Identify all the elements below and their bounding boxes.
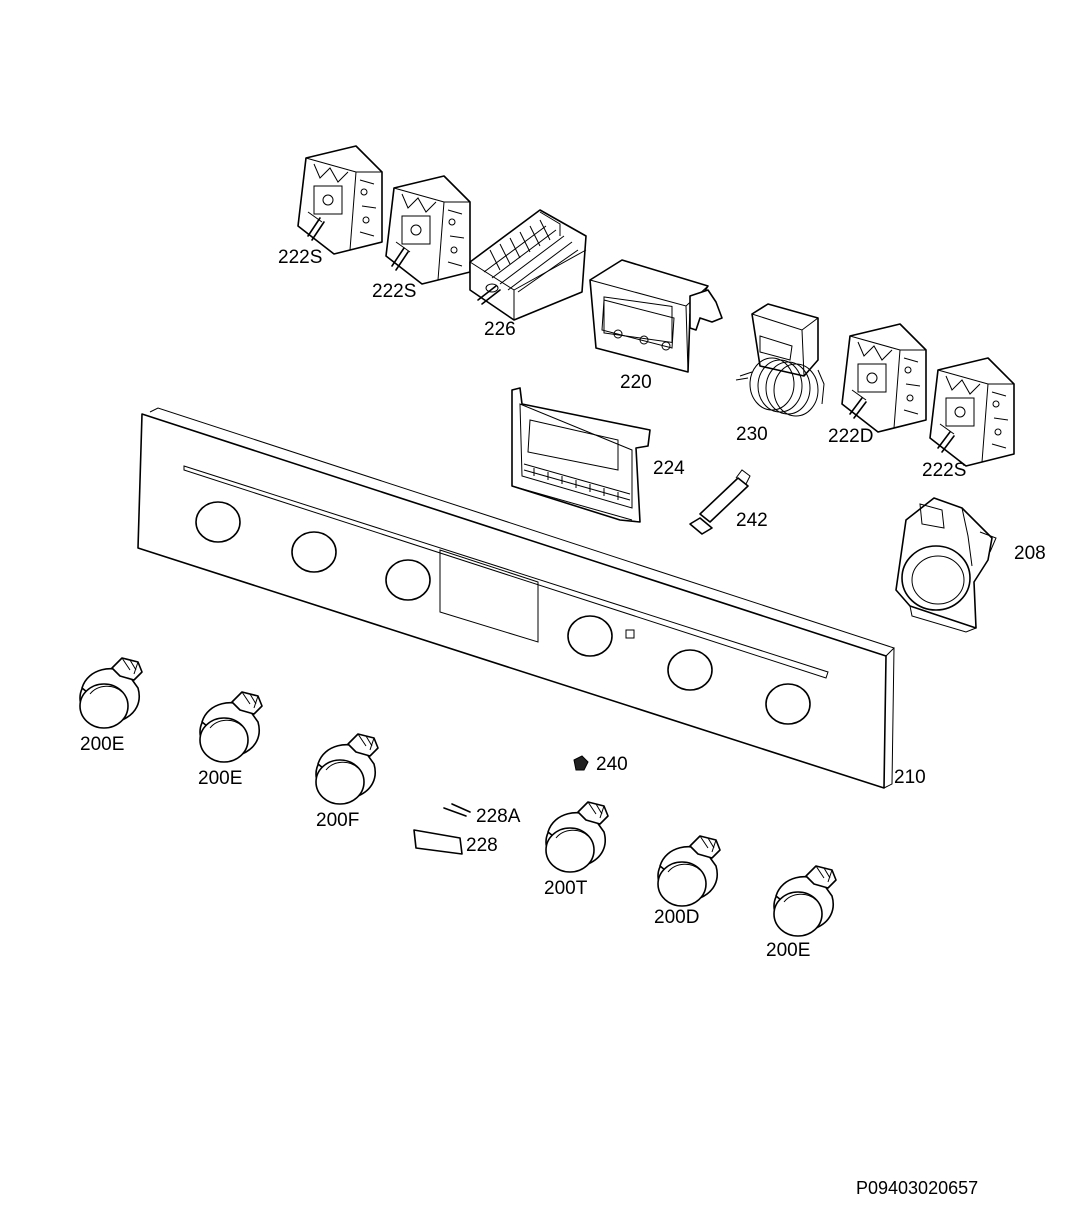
label-220: 220 [620, 372, 652, 393]
control-panel-210 [137, 407, 895, 789]
rotary-switch-222d [841, 323, 927, 433]
rotary-switch-222s-c [929, 357, 1015, 467]
pin-228a [443, 803, 471, 817]
label-210: 210 [894, 767, 926, 788]
thermostat-230 [735, 303, 825, 417]
label-200t: 200T [544, 878, 588, 899]
label-200f: 200F [316, 810, 359, 831]
label-200e-3: 200E [766, 940, 810, 961]
display-housing-220 [589, 259, 723, 373]
rotary-switch-222s-b [385, 175, 471, 285]
rotary-switch-222s-a [297, 145, 383, 255]
label-200e-1: 200E [80, 734, 124, 755]
label-222s-c: 222S [922, 460, 966, 481]
label-226: 226 [484, 319, 516, 340]
label-222s-b: 222S [372, 281, 416, 302]
label-228a: 228A [476, 806, 521, 827]
label-228: 228 [466, 835, 498, 856]
label-222s-a: 222S [278, 247, 322, 268]
knob-200e-1 [79, 657, 143, 729]
label-230: 230 [736, 424, 768, 445]
selector-switch-226 [469, 209, 587, 321]
label-222d: 222D [828, 426, 873, 447]
label-224: 224 [653, 458, 685, 479]
label-200d: 200D [654, 907, 699, 928]
knob-200f [315, 733, 379, 805]
knob-200d [657, 835, 721, 907]
display-bracket-224 [511, 387, 651, 523]
label-208: 208 [1014, 543, 1046, 564]
label-240: 240 [596, 754, 628, 775]
badge-228 [413, 829, 463, 855]
clip-242 [689, 469, 751, 535]
push-button-240 [573, 755, 589, 771]
knob-200e-3 [773, 865, 837, 937]
knob-200t [545, 801, 609, 873]
label-242: 242 [736, 510, 768, 531]
knob-200e-2 [199, 691, 263, 763]
fan-housing-208 [895, 497, 997, 633]
label-200e-2: 200E [198, 768, 242, 789]
diagram-reference-code: P09403020657 [856, 1178, 978, 1198]
